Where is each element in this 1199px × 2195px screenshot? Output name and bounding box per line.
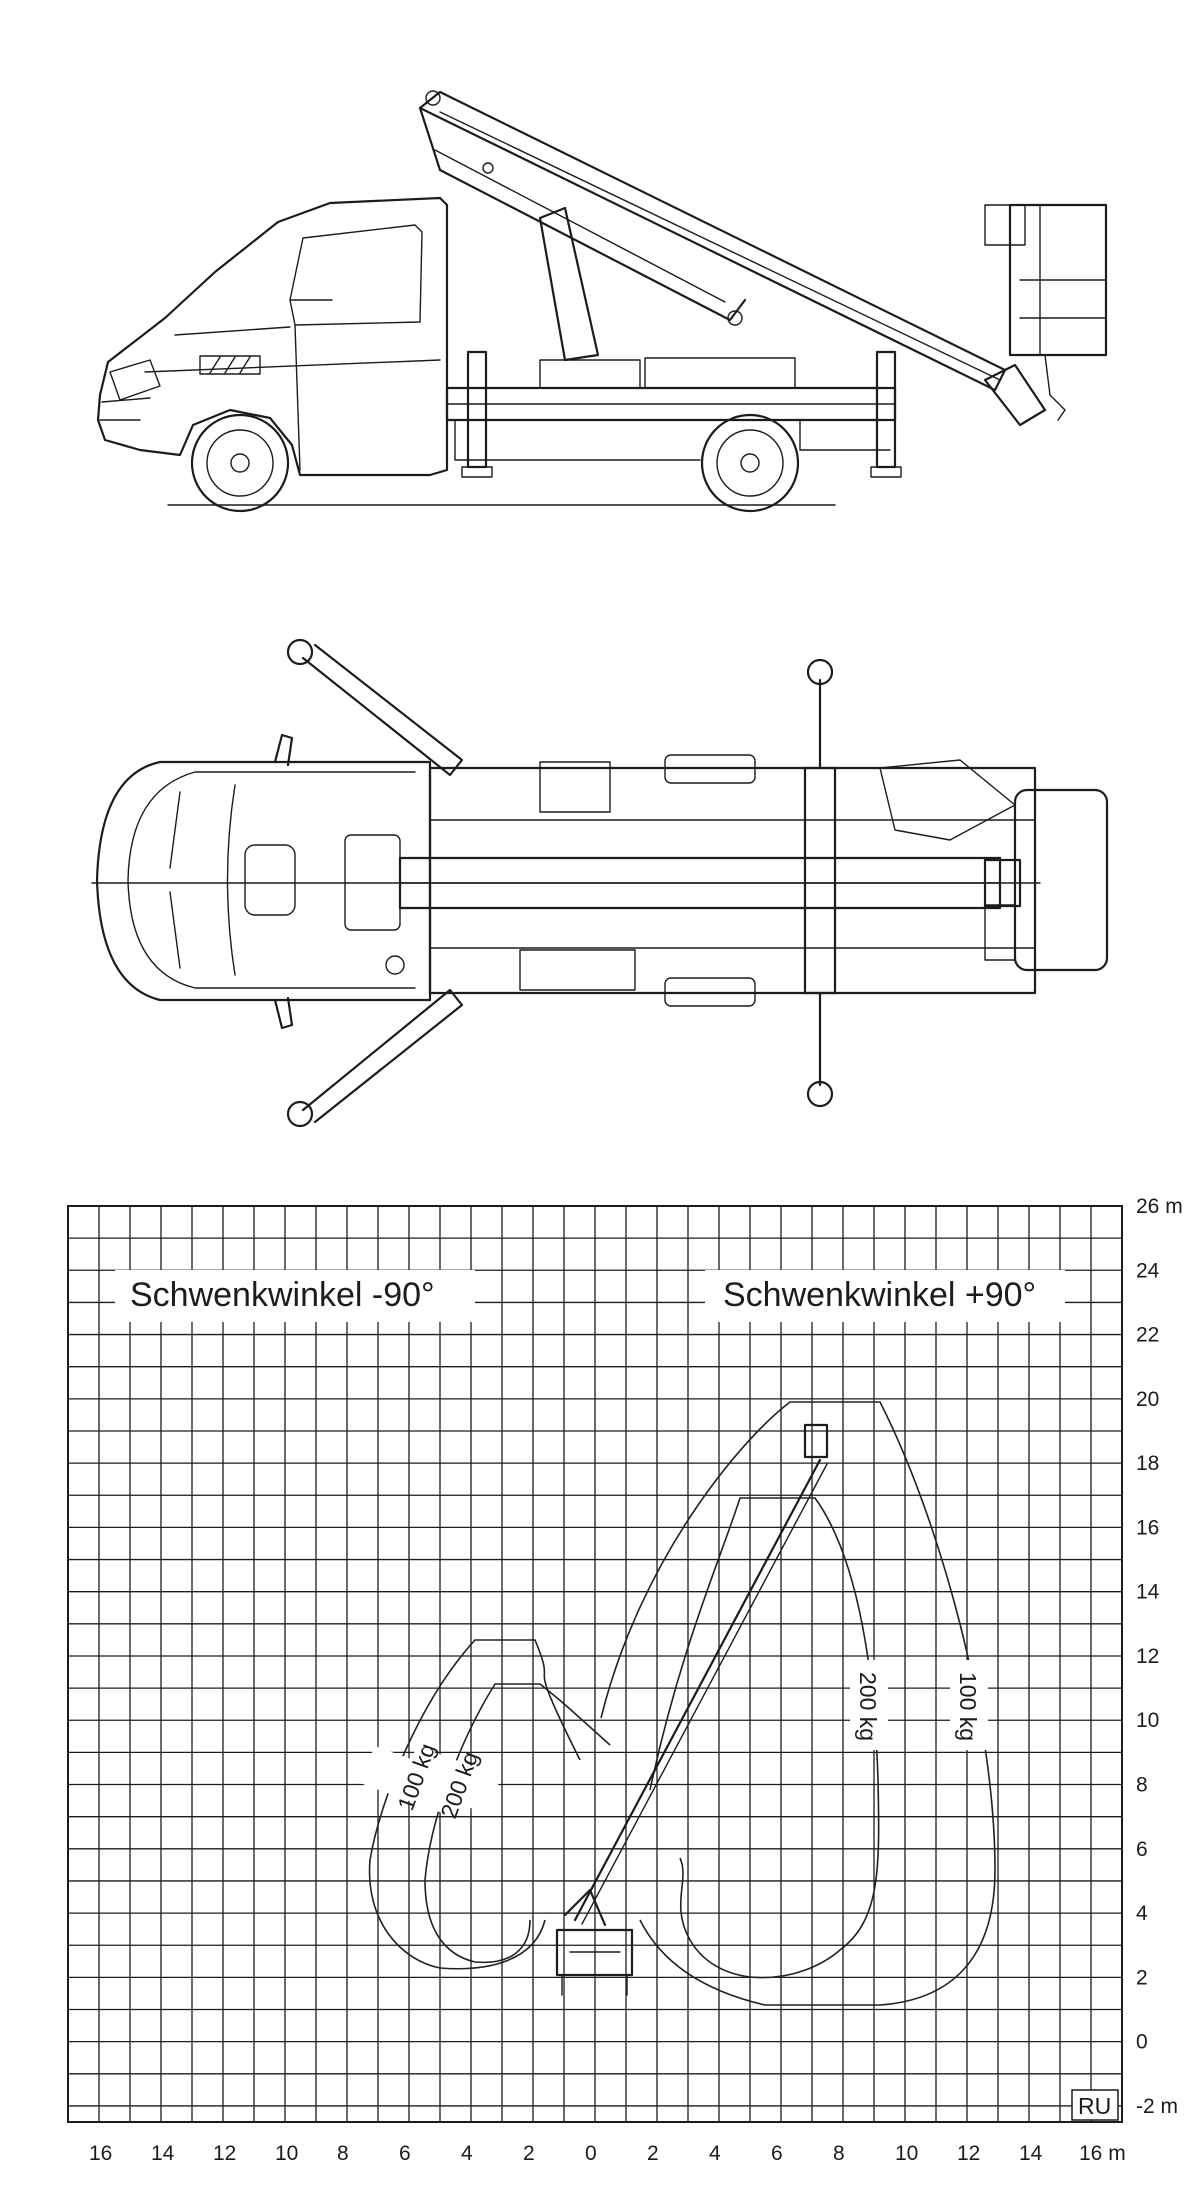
y-tick-label: -2 m [1136,2095,1178,2118]
right-inner-load-label: 200 kg [855,1672,881,1741]
y-tick-label: 14 [1136,1581,1160,1604]
truck-top-view [91,638,1109,1128]
x-tick-label: 14 [151,2142,175,2165]
x-tick-label: 4 [709,2142,721,2165]
left-swing-title: Schwenkwinkel -90° [130,1276,435,1314]
y-tick-label: 22 [1136,1324,1159,1347]
x-tick-label: 4 [461,2142,473,2165]
working-range-diagram: Schwenkwinkel -90° Schwenkwinkel +90° 20… [67,1195,1183,2165]
x-tick-label: 14 [1019,2142,1043,2165]
y-tick-label: 0 [1136,2031,1148,2054]
x-tick-label: 10 [895,2142,918,2165]
y-tick-label: 16 [1136,1516,1159,1539]
y-tick-label: 26 m [1136,1195,1183,1218]
model-tag: RU [1078,2093,1111,2119]
y-tick-label: 24 [1136,1259,1160,1282]
x-tick-label: 6 [399,2142,411,2165]
x-tick-label: 8 [337,2142,349,2165]
x-tick-label: 8 [833,2142,845,2165]
x-tick-label: 12 [213,2142,236,2165]
x-tick-label: 6 [771,2142,783,2165]
x-tick-label: 16 [89,2142,112,2165]
left-200kg-envelope [424,1683,611,1964]
right-swing-title: Schwenkwinkel +90° [723,1276,1036,1314]
y-tick-label: 2 [1136,1966,1148,1989]
y-tick-label: 20 [1136,1388,1159,1411]
x-tick-label: 16 m [1079,2142,1126,2165]
x-tick-label: 0 [585,2142,597,2165]
truck-side-view [96,90,1108,513]
y-tick-label: 12 [1136,1645,1159,1668]
y-tick-label: 18 [1136,1452,1159,1475]
y-tick-label: 8 [1136,1774,1148,1797]
left-100kg-envelope [368,1639,581,1970]
right-outer-load-label: 100 kg [955,1672,981,1741]
x-tick-label: 12 [957,2142,980,2165]
x-tick-label: 10 [275,2142,298,2165]
y-tick-label: 10 [1136,1709,1159,1732]
y-tick-label: 4 [1136,1902,1148,1925]
x-tick-label: 2 [523,2142,535,2165]
x-axis-ticks: 16 14 12 10 8 6 4 2 0 2 4 6 8 10 12 14 16 m [89,2142,1126,2165]
y-tick-label: 6 [1136,1838,1148,1861]
x-tick-label: 2 [647,2142,659,2165]
right-200kg-envelope [649,1497,880,1979]
boom-arm [573,1458,822,1922]
